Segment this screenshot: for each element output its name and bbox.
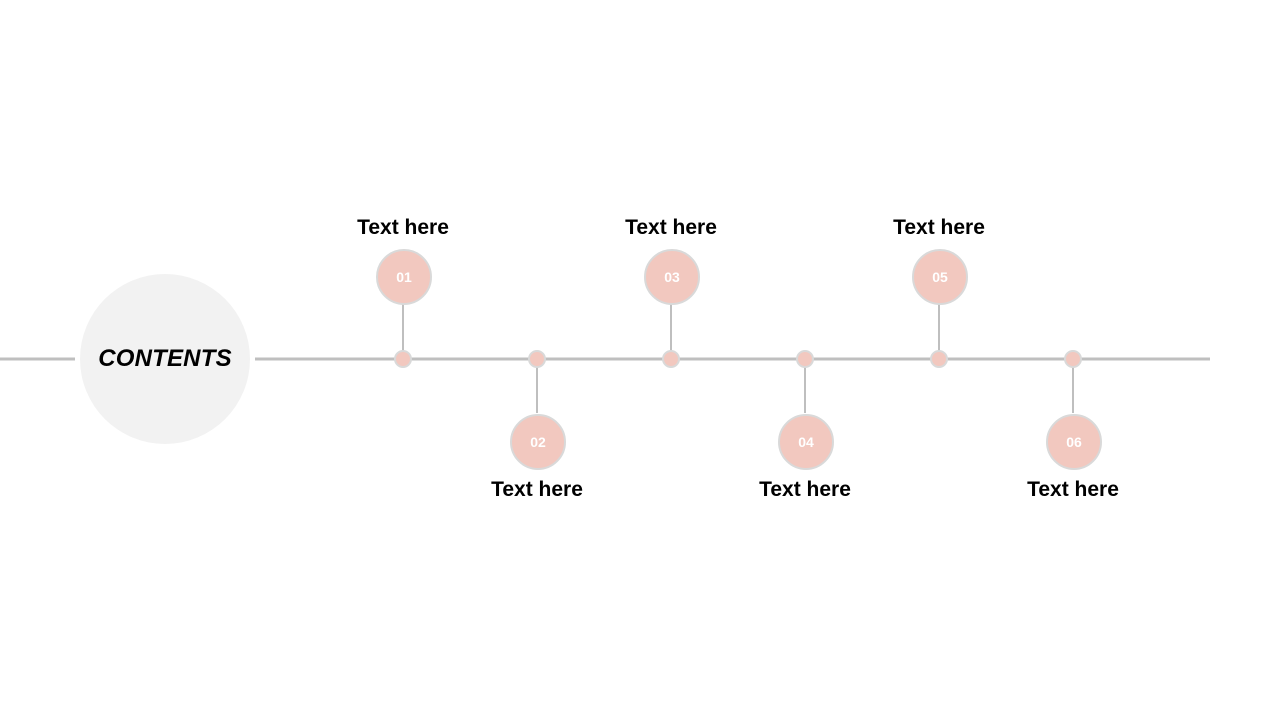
step-number: 01 bbox=[396, 269, 412, 285]
step-badge: 04 bbox=[778, 414, 834, 470]
step-number: 04 bbox=[798, 434, 814, 450]
timeline-dot-02 bbox=[528, 350, 546, 368]
timeline-dot-04 bbox=[796, 350, 814, 368]
timeline-dot-03 bbox=[662, 350, 680, 368]
timeline-dot-05 bbox=[930, 350, 948, 368]
step-badge: 01 bbox=[376, 249, 432, 305]
step-number: 06 bbox=[1066, 434, 1082, 450]
step-label: Text here bbox=[759, 478, 851, 501]
step-badge: 02 bbox=[510, 414, 566, 470]
step-label: Text here bbox=[1027, 478, 1119, 501]
step-number: 02 bbox=[530, 434, 546, 450]
step-number: 03 bbox=[664, 269, 680, 285]
step-badge: 03 bbox=[644, 249, 700, 305]
contents-title: CONTENTS bbox=[98, 345, 232, 372]
step-label: Text here bbox=[893, 216, 985, 239]
step-label: Text here bbox=[625, 216, 717, 239]
step-number: 05 bbox=[932, 269, 948, 285]
step-label: Text here bbox=[357, 216, 449, 239]
step-label: Text here bbox=[491, 478, 583, 501]
step-badge: 05 bbox=[912, 249, 968, 305]
timeline-dot-01 bbox=[394, 350, 412, 368]
timeline-dot-06 bbox=[1064, 350, 1082, 368]
contents-circle: CONTENTS bbox=[80, 274, 250, 444]
step-badge: 06 bbox=[1046, 414, 1102, 470]
